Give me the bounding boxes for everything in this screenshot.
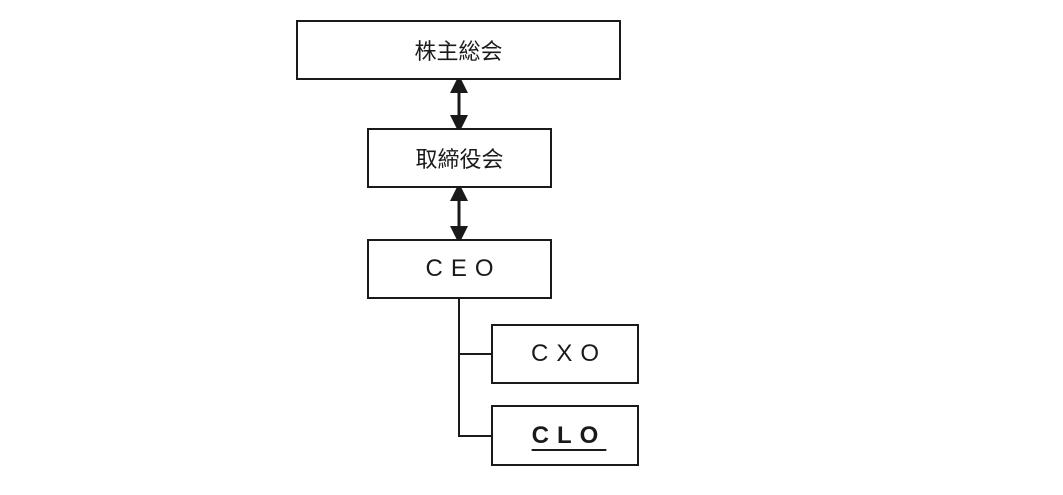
ceo-box: CEO [367, 239, 552, 299]
clo-label: CLO [531, 421, 607, 449]
cxo-box: CXO [491, 324, 639, 384]
connector-ceo-cxo-clo [458, 299, 491, 437]
cxo-label: CXO [530, 340, 607, 367]
shareholders-meeting-label: 株主総会 [414, 40, 503, 65]
shareholders-meeting-box: 株主総会 [296, 20, 621, 80]
clo-box: CLO [491, 405, 639, 466]
board-of-directors-box: 取締役会 [367, 128, 552, 188]
ceo-label: CEO [425, 255, 502, 282]
board-of-directors-label: 取締役会 [415, 148, 504, 173]
